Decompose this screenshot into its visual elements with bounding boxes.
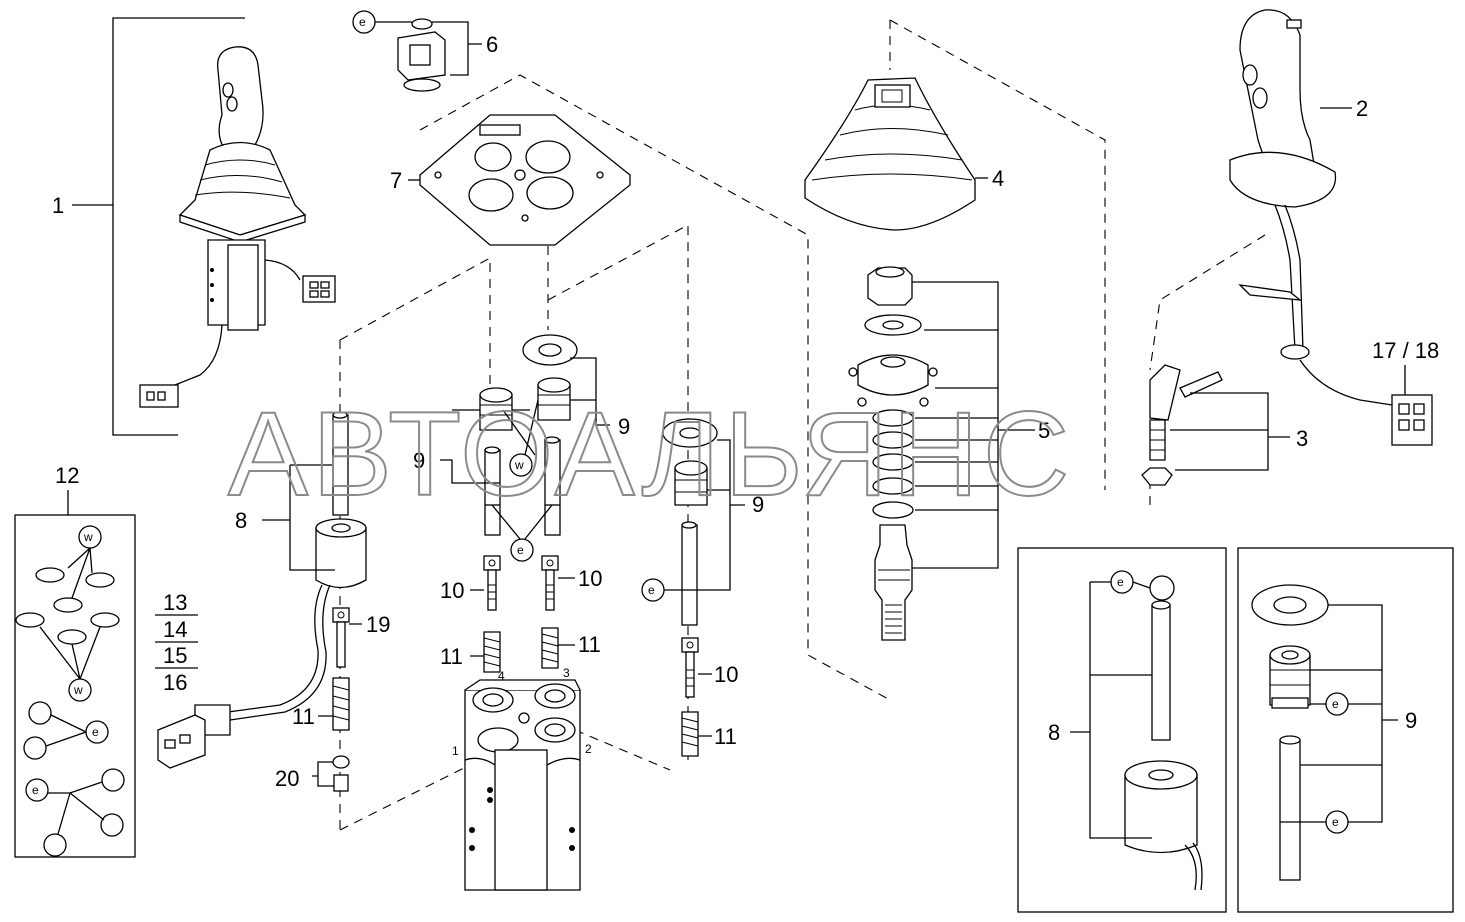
kit-box-12: w w e e xyxy=(14,490,136,858)
marker-w-kit2: w xyxy=(73,683,83,697)
marker-e-6: e xyxy=(359,15,366,29)
label-10a: 10 xyxy=(440,578,464,603)
label-17-18: 17 / 18 xyxy=(1372,338,1439,363)
label-9a: 9 xyxy=(618,414,630,439)
label-11c: 11 xyxy=(714,724,737,749)
watermark: АВТОАЛЬЯНС xyxy=(228,387,1073,521)
label-11a: 11 xyxy=(440,644,463,669)
boot-part-4 xyxy=(804,77,976,231)
label-2: 2 xyxy=(1356,96,1368,121)
label-6: 6 xyxy=(486,32,498,57)
label-16: 16 xyxy=(163,670,187,695)
center-parts-9: w e e xyxy=(262,334,745,626)
handle-part-2 xyxy=(1229,9,1433,446)
label-9d: 9 xyxy=(1405,708,1417,733)
label-9c: 9 xyxy=(752,492,764,517)
label-11b: 11 xyxy=(578,632,601,657)
label-12: 12 xyxy=(55,463,79,488)
marker-e-right: e xyxy=(648,583,655,597)
label-8: 8 xyxy=(235,508,247,533)
screws-springs xyxy=(312,555,712,792)
label-19: 19 xyxy=(366,612,390,637)
port-4: 4 xyxy=(498,669,505,683)
label-13: 13 xyxy=(163,590,187,615)
valve-body xyxy=(464,679,581,891)
label-7: 7 xyxy=(390,168,402,193)
marker-e-box8: e xyxy=(1117,575,1124,589)
label-9b: 9 xyxy=(413,448,425,473)
port-2: 2 xyxy=(585,742,592,756)
plate-part-7 xyxy=(419,114,632,246)
joystick-assembly-part-1 xyxy=(112,17,336,436)
label-20: 20 xyxy=(275,766,299,791)
detail-box-8: e xyxy=(1017,547,1227,913)
wire-part-3 xyxy=(1141,364,1290,486)
bracket-part-6: e xyxy=(352,10,482,92)
label-3: 3 xyxy=(1296,426,1308,451)
port-3: 3 xyxy=(563,666,570,680)
cable-connector xyxy=(155,584,331,769)
marker-w-kit1: w xyxy=(83,530,93,544)
label-11d: 11 xyxy=(292,704,315,729)
label-5: 5 xyxy=(1038,418,1050,443)
port-1: 1 xyxy=(452,744,459,758)
label-1: 1 xyxy=(52,193,64,218)
label-10c: 10 xyxy=(714,662,738,687)
marker-e-kit2: e xyxy=(32,783,39,797)
marker-e-center: e xyxy=(517,543,524,557)
label-14: 14 xyxy=(163,617,187,642)
stack-part-5 xyxy=(848,266,1035,641)
detail-box-9: e e xyxy=(1237,547,1454,913)
label-8b: 8 xyxy=(1048,720,1060,745)
marker-e-box9b: e xyxy=(1332,815,1339,829)
marker-e-kit1: e xyxy=(92,725,99,739)
label-10b: 10 xyxy=(578,566,602,591)
marker-e-box9a: e xyxy=(1332,697,1339,711)
marker-w-center: w xyxy=(514,458,524,472)
label-15: 15 xyxy=(163,643,187,668)
label-4: 4 xyxy=(992,166,1004,191)
